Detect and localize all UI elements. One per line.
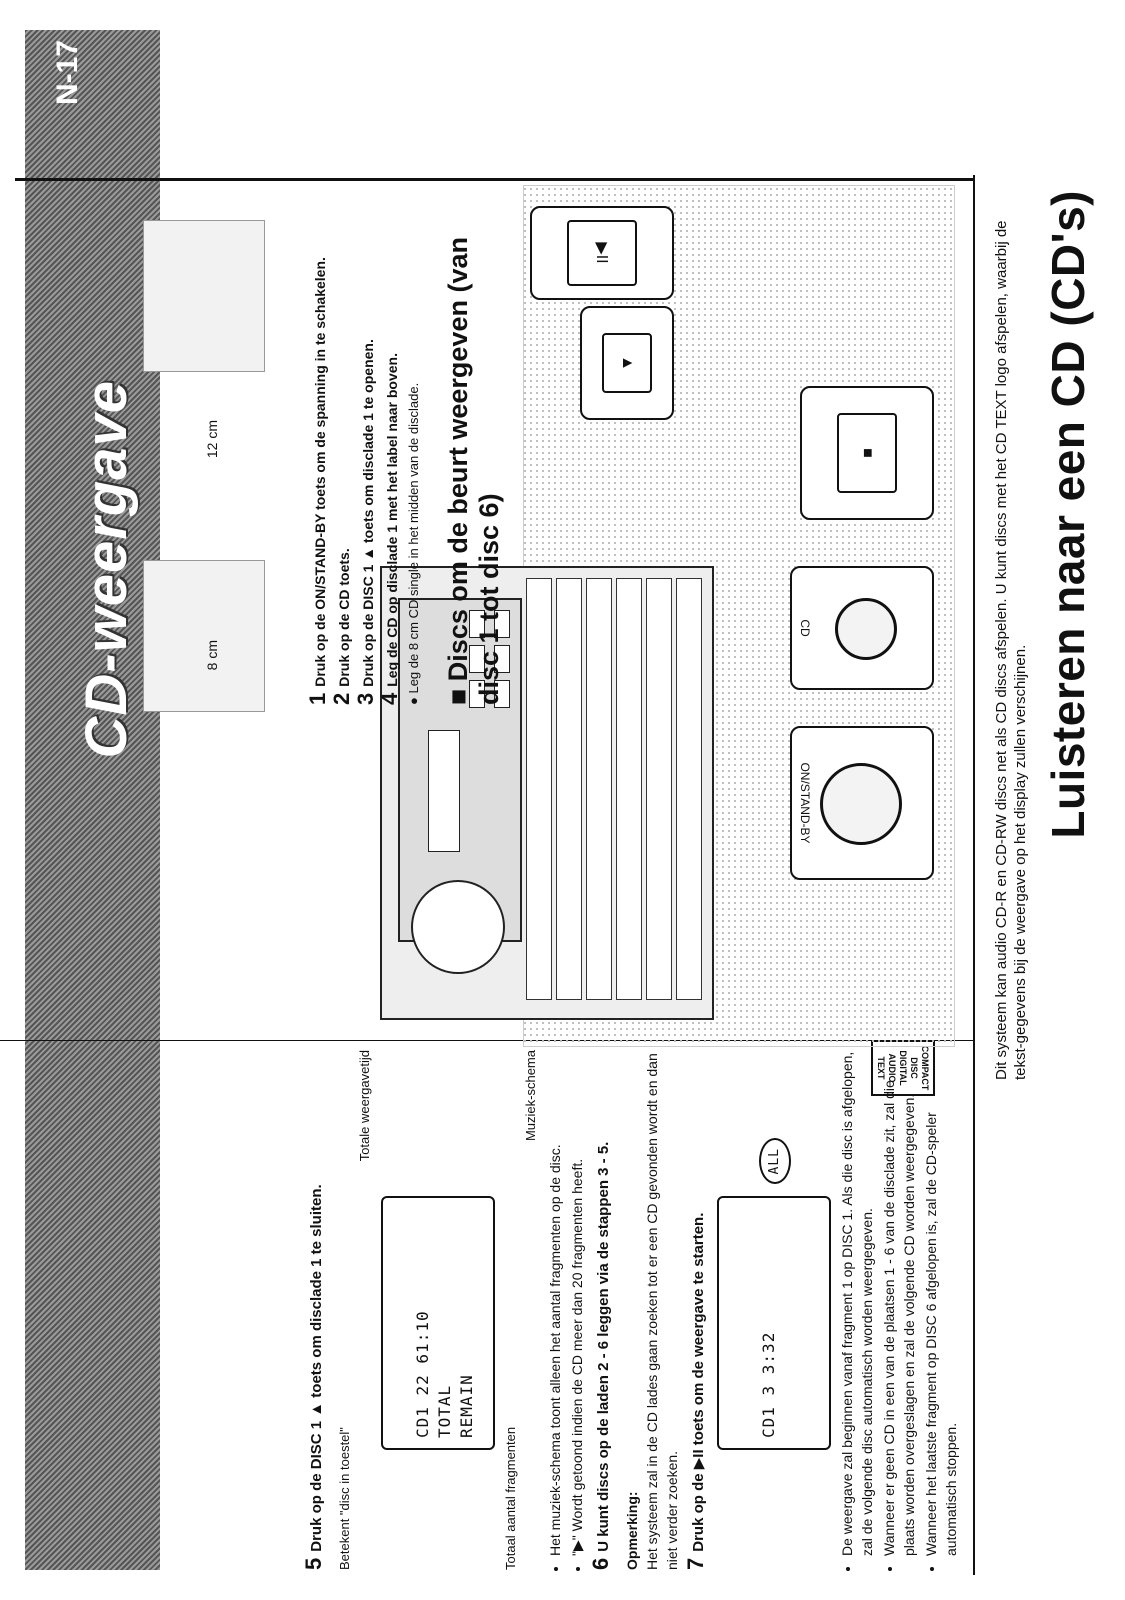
step-note-text: Leg de 8 cm CD single in het midden van …: [406, 382, 421, 694]
callout-on-standby-label: ON/STAND-BY: [798, 762, 812, 844]
cd-button-icon: [835, 598, 897, 660]
step-text: Druk op de ▶II toets om de weergave te s…: [690, 1212, 707, 1552]
step-7: 7 Druk op de ▶II toets om de weergave te …: [683, 1050, 709, 1570]
step-number: 2: [329, 692, 354, 705]
note-text: Het systeem zal in de CD lades gaan zoek…: [644, 1053, 680, 1570]
step-6: 6 U kunt discs op de laden 2 - 6 leggen v…: [588, 1050, 614, 1570]
note-label: Opmerking:: [624, 1491, 640, 1570]
disc-12cm-illustration: [143, 220, 265, 372]
disc-tray: [676, 578, 702, 1000]
step-text: Druk op de CD toets.: [336, 548, 352, 687]
section-title: ■ Discs om de beurt weergeven (van disc …: [443, 185, 505, 705]
panel-display: [428, 730, 460, 852]
section-bullet-icon: ■: [443, 681, 473, 705]
bullet-item: Het muziek-schema toont alleen het aanta…: [545, 1050, 565, 1556]
lcd-line: TOTAL: [435, 1384, 454, 1438]
step-text: U kunt discs op de laden 2 - 6 leggen vi…: [595, 1141, 612, 1552]
page-title: Luisteren naar een CD (CD's): [1042, 190, 1094, 839]
step-item: 2 Druk op de CD toets.: [329, 185, 355, 705]
step-item: 3 Druk op de DISC 1 ▲ toets om disclade 1…: [353, 185, 379, 705]
bullet-list: Het muziek-schema toont alleen het aanta…: [545, 1050, 587, 1570]
volume-dial: [411, 880, 505, 974]
disc-8cm-illustration: [143, 560, 265, 712]
step-item: 1 Druk op de ON/STAND-BY toets om de span…: [305, 185, 331, 705]
play-pause-button-icon: ▶II: [567, 220, 637, 286]
step-text: Druk op de DISC 1 ▲ toets om disclade 1 …: [360, 339, 376, 687]
callout-cd-label: CD: [798, 619, 812, 637]
header-title: CD-weergave: [74, 380, 139, 759]
disc-tray: [646, 578, 672, 1000]
callout-play: ▶II: [530, 206, 674, 300]
step-note: ● Leg de 8 cm CD single in het midden va…: [406, 382, 421, 705]
right-column: 5 Druk op de DISC 1 ▲ toets om disclade 1…: [300, 1050, 965, 1570]
all-badge: ALL: [759, 1138, 791, 1185]
title-rule: [973, 175, 975, 1575]
annotation-disc-in: Betekent "disc in toestel": [337, 1427, 352, 1570]
bullet-item: Wanneer er geen CD in een van de plaatse…: [879, 1050, 919, 1556]
step-number: 5: [301, 1557, 326, 1570]
bullet-list: De weergave zal beginnen vanaf fragment …: [837, 1050, 961, 1570]
disc-tray: [526, 578, 552, 1000]
step-number: 7: [683, 1557, 708, 1570]
disc-8cm-label: 8 cm: [204, 640, 220, 671]
step-number: 4: [377, 692, 402, 705]
callout-stop: ■: [800, 386, 934, 520]
page-number: N-17: [51, 40, 84, 106]
step-number: 1: [305, 692, 330, 705]
header-band: [25, 30, 160, 1570]
step-text: Druk op de DISC 1 ▲ toets om disclade 1 …: [308, 1184, 325, 1552]
callout-eject: ▲: [580, 306, 674, 420]
disc-tray: [586, 578, 612, 1000]
power-knob-icon: [820, 763, 902, 845]
stop-button-icon: ■: [837, 413, 897, 493]
stereo-unit: [380, 566, 714, 1020]
callout-cd: CD: [790, 566, 934, 690]
section-title-text: Discs om de beurt weergeven (van disc 1 …: [443, 237, 504, 705]
bullet-item: De weergave zal beginnen vanaf fragment …: [837, 1050, 877, 1556]
callout-on-standby: ON/STAND-BY: [790, 726, 934, 880]
eject-button-icon: ▲: [602, 333, 652, 393]
disc-tray: [616, 578, 642, 1000]
bullet-item: Wanneer het laatste fragment op DISC 6 a…: [921, 1050, 961, 1556]
intro-text: Dit systeem kan audio CD-R en CD-RW disc…: [993, 220, 1029, 1080]
stereo-illustration: ON/STAND-BY CD ■ ▲ ▶II: [380, 185, 955, 1047]
annotation-music-schema: Muziek-schema: [523, 1050, 538, 1142]
lcd-line: REMAIN: [457, 1374, 476, 1438]
disc-12cm-label: 12 cm: [204, 420, 220, 459]
disc-tray: [556, 578, 582, 1000]
step-item: 4 Leg de CD op disclade 1 met het label n…: [377, 185, 403, 705]
annotation-total-tracks: Totaal aantal fragmenten: [503, 1426, 518, 1570]
step-number: 3: [353, 692, 378, 705]
annotation-total-time: Totale weergavetijd: [357, 1050, 372, 1162]
step-text: Druk op de ON/STAND-BY toets om de spann…: [312, 257, 328, 687]
step-5: 5 Druk op de DISC 1 ▲ toets om disclade 1…: [301, 1050, 327, 1570]
lcd-display-2: CD1 3 3:32 ALL: [717, 1138, 831, 1450]
lcd-line: CD1 22 61:10: [413, 1310, 432, 1438]
left-rule: [15, 178, 975, 181]
step-text: Leg de CD op disclade 1 met het label na…: [384, 352, 400, 687]
bullet-item: "▶" Wordt getoond indien de CD meer dan …: [567, 1050, 587, 1556]
lcd-display-1: CD1 22 61:10 TOTAL REMAIN: [381, 1196, 495, 1450]
steps-list: 1 Druk op de ON/STAND-BY toets om de span…: [305, 185, 425, 705]
lcd-line: CD1 3 3:32: [759, 1331, 778, 1438]
step-number: 6: [588, 1557, 613, 1570]
